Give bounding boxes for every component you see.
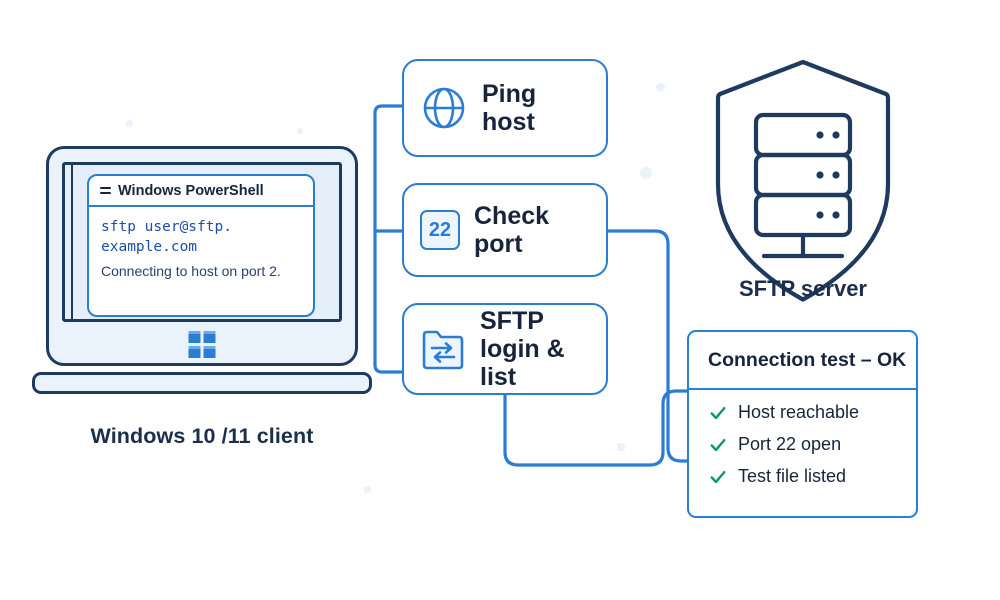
list-item: Host reachable: [709, 402, 916, 423]
server-caption: SFTP server: [738, 276, 867, 301]
screen-side-rail: [71, 165, 73, 319]
connection-test-title: Connection test – OK: [689, 332, 916, 390]
check-icon: [710, 438, 726, 451]
check-icon: [710, 406, 726, 419]
shield-server-icon: [700, 56, 906, 306]
step-check-port-label: Check port: [474, 202, 550, 258]
decorative-speck: [126, 120, 133, 127]
list-item: Port 22 open: [709, 434, 916, 455]
terminal-output-line: Connecting to host on port 2.: [101, 263, 281, 279]
connection-test-list: Host reachable Port 22 open Test file li…: [689, 390, 916, 487]
step-sftp-label-line1: SFTP: [480, 307, 544, 335]
terminal-command-line-2: example.com: [101, 239, 198, 255]
check-icon: [710, 470, 726, 483]
folder-transfer-icon: [420, 327, 466, 371]
powershell-title-bar: Windows PowerShell: [89, 176, 313, 207]
terminal-command-line-1: sftp user@sftp.: [101, 219, 232, 235]
powershell-body: sftp user@sftp. example.com Connecting t…: [89, 207, 313, 280]
port-number-icon: 22: [420, 210, 460, 250]
port-number-badge: 22: [420, 210, 460, 250]
connection-test-panel: Connection test – OK Host reachable Port…: [687, 330, 918, 518]
step-check-port[interactable]: 22 Check port: [402, 183, 608, 277]
step-sftp-login-list-label: SFTP login & list: [480, 307, 590, 391]
step-sftp-label-line2: login & list: [480, 335, 565, 391]
decorative-speck: [640, 167, 652, 179]
client-caption: Windows 10 /11 client: [90, 424, 314, 448]
step-ping-host[interactable]: Ping host: [402, 59, 608, 157]
list-item: Test file listed: [709, 466, 916, 487]
decorative-speck: [364, 486, 371, 493]
step-ping-host-label: Ping host: [482, 80, 537, 136]
decorative-speck: [656, 83, 665, 92]
list-item-label: Host reachable: [738, 402, 860, 422]
list-item-label: Test file listed: [738, 466, 847, 486]
step-sftp-login-list[interactable]: SFTP login & list: [402, 303, 608, 395]
decorative-speck: [297, 128, 303, 134]
windows-logo-icon: [188, 331, 216, 358]
decorative-speck: [617, 443, 625, 451]
laptop-illustration: Windows PowerShell sftp user@sftp. examp…: [46, 146, 358, 366]
powershell-title: Windows PowerShell: [118, 182, 264, 199]
globe-icon: [420, 84, 468, 132]
list-item-label: Port 22 open: [738, 434, 842, 454]
laptop-base: [32, 372, 372, 394]
hamburger-icon[interactable]: [100, 187, 111, 194]
powershell-window[interactable]: Windows PowerShell sftp user@sftp. examp…: [87, 174, 315, 317]
